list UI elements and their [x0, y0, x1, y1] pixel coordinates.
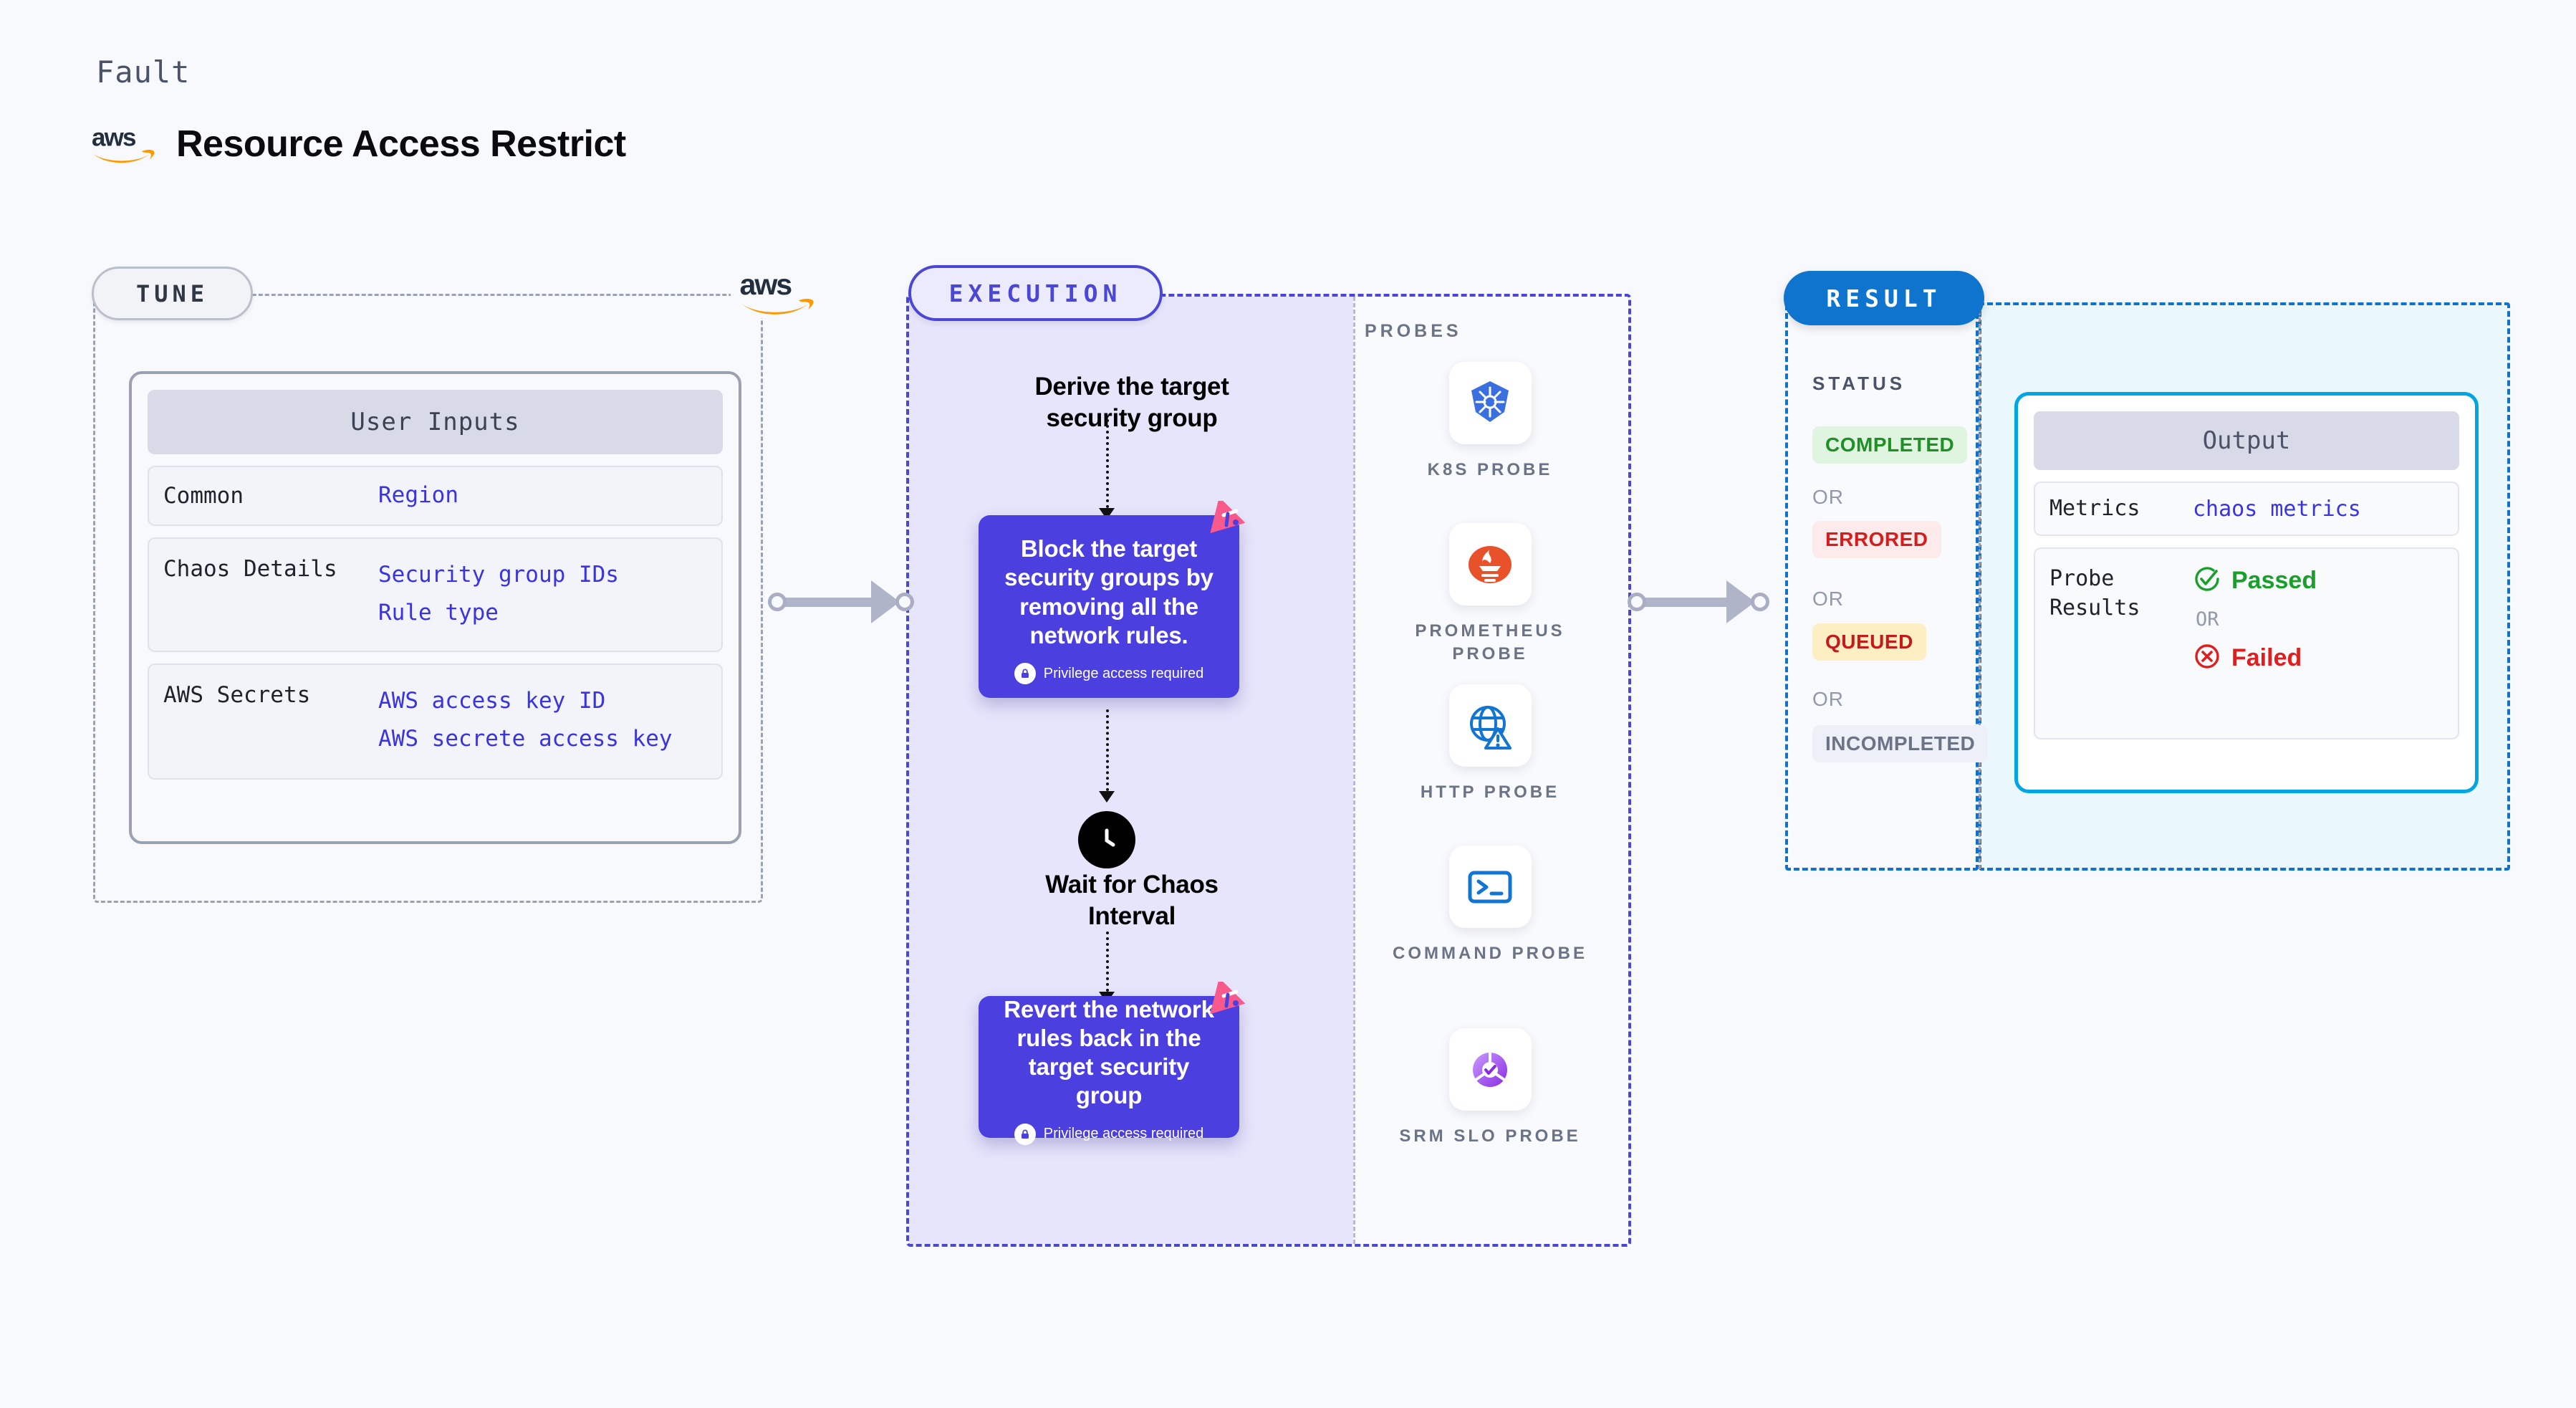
tune-value: AWS secrete access key — [378, 726, 673, 752]
output-row-value: chaos metrics — [2193, 496, 2361, 522]
privilege-notice: Privilege access required — [1014, 1123, 1204, 1145]
tune-row-values: Security group IDs Rule type — [378, 556, 619, 633]
probe-item-http[interactable]: HTTP PROBE — [1383, 684, 1597, 804]
step-derive-target-label: Derive the target security group — [1034, 373, 1229, 432]
output-card: Output Metrics chaos metrics Probe Resul… — [2014, 392, 2479, 793]
connector-arrowhead-icon — [871, 580, 900, 623]
tune-row-values: Region — [378, 476, 458, 514]
srm-slo-icon — [1448, 1028, 1532, 1111]
probe-result-passed: Passed — [2193, 565, 2317, 597]
litmus-chaos-badge-icon — [1209, 497, 1249, 537]
litmus-chaos-badge-icon — [1209, 977, 1249, 1017]
probe-label: SRM SLO PROBE — [1399, 1126, 1581, 1146]
execution-panel — [906, 294, 1631, 1247]
tune-row-key: AWS Secrets — [163, 682, 311, 708]
connector-start-dot — [1628, 593, 1646, 611]
check-circle-icon — [2193, 565, 2221, 597]
fault-kicker-label: Fault — [96, 54, 191, 90]
svg-text:aws: aws — [92, 124, 135, 152]
page-title: Resource Access Restrict — [176, 123, 626, 165]
probe-passed-label: Passed — [2231, 567, 2317, 594]
tune-value: Region — [378, 482, 458, 509]
probes-title: PROBES — [1365, 321, 1462, 341]
tune-badge[interactable]: TUNE — [92, 267, 253, 320]
output-title: Output — [2034, 411, 2459, 470]
arrow-line — [1106, 932, 1109, 992]
output-row-metrics: Metrics chaos metrics — [2034, 482, 2459, 536]
probe-label: HTTP PROBE — [1420, 782, 1560, 802]
tune-value: Security group IDs — [378, 562, 619, 588]
tune-row-key: Chaos Details — [163, 556, 337, 582]
status-badge-queued: QUEUED — [1812, 623, 1926, 661]
result-panel-divider — [1979, 305, 1981, 869]
arrow-line — [1106, 419, 1109, 508]
globe-warning-icon — [1448, 684, 1532, 767]
or-label: OR — [1812, 688, 1844, 710]
tune-row-key: Common — [163, 482, 244, 509]
svg-text:aws: aws — [740, 268, 792, 301]
aws-provider-logo-icon: aws — [731, 267, 824, 318]
arrow-head — [1099, 791, 1115, 803]
execution-card-block-text: Block the target security groups by remo… — [1004, 535, 1213, 648]
tune-row-aws-secrets: AWS Secrets AWS access key ID AWS secret… — [148, 664, 723, 780]
status-badge-completed: COMPLETED — [1812, 426, 1968, 464]
probe-label: COMMAND PROBE — [1393, 944, 1587, 963]
clock-icon — [1078, 811, 1135, 868]
execution-card-block[interactable]: Block the target security groups by remo… — [979, 497, 1246, 698]
privilege-label: Privilege access required — [1043, 665, 1204, 681]
kubernetes-icon — [1448, 362, 1532, 444]
or-label: OR — [1812, 588, 1844, 610]
probe-results-values: Passed OR Failed — [2193, 565, 2317, 674]
page-title-row: aws Resource Access Restrict — [92, 122, 626, 166]
connector-end-dot — [895, 593, 914, 611]
probe-result-failed: Failed — [2193, 642, 2317, 674]
terminal-icon — [1448, 846, 1532, 928]
user-inputs-card: User Inputs Common Region Chaos Details … — [129, 371, 741, 844]
probe-label: K8S PROBE — [1427, 460, 1553, 479]
privilege-label: Privilege access required — [1043, 1126, 1204, 1141]
connector-line — [1644, 597, 1731, 607]
or-label: OR — [2196, 608, 2219, 631]
step-wait-interval-label: Wait for Chaos Interval — [1045, 871, 1219, 930]
arrow-line — [1106, 709, 1109, 791]
tune-value: Rule type — [378, 600, 499, 626]
tune-value: AWS access key ID — [378, 688, 606, 714]
execution-card-revert[interactable]: Revert the network rules back in the tar… — [979, 977, 1246, 1145]
tune-panel — [93, 294, 763, 903]
prometheus-icon — [1448, 523, 1532, 605]
output-row-probe-results: Probe Results Passed OR — [2034, 547, 2459, 739]
tune-row-values: AWS access key ID AWS secrete access key — [378, 682, 673, 759]
execution-card-revert-text: Revert the network rules back in the tar… — [1004, 995, 1214, 1109]
tune-row-common: Common Region — [148, 466, 723, 526]
probe-item-command[interactable]: COMMAND PROBE — [1383, 846, 1597, 965]
result-badge[interactable]: RESULT — [1784, 271, 1984, 325]
status-title: STATUS — [1812, 373, 1906, 394]
status-badge-errored: ERRORED — [1812, 521, 1941, 558]
probe-label: PROMETHEUS PROBE — [1415, 621, 1565, 664]
probe-item-srm-slo[interactable]: SRM SLO PROBE — [1383, 1028, 1597, 1148]
result-status-panel — [1785, 305, 1979, 871]
connector-tune-to-execution — [768, 580, 914, 623]
lock-icon — [1014, 1123, 1036, 1145]
connector-execution-to-result — [1628, 580, 1769, 623]
connector-line — [784, 597, 876, 607]
probes-divider — [1353, 297, 1355, 1244]
connector-arrowhead-icon — [1726, 580, 1755, 623]
x-circle-icon — [2193, 642, 2221, 674]
output-row-key: Probe Results — [2049, 566, 2140, 621]
execution-badge[interactable]: EXECUTION — [908, 265, 1163, 321]
probe-item-prometheus[interactable]: PROMETHEUS PROBE — [1383, 523, 1597, 666]
output-row-key: Metrics — [2049, 495, 2140, 521]
connector-end-dot — [1751, 593, 1769, 611]
status-badge-incompleted: INCOMPLETED — [1812, 725, 1989, 762]
or-label: OR — [1812, 486, 1844, 508]
user-inputs-title: User Inputs — [148, 390, 723, 454]
tune-row-chaos-details: Chaos Details Security group IDs Rule ty… — [148, 537, 723, 652]
aws-logo-icon: aws — [92, 122, 158, 166]
connector-start-dot — [768, 593, 787, 611]
lock-icon — [1014, 663, 1036, 684]
privilege-notice: Privilege access required — [1014, 663, 1203, 684]
probe-item-k8s[interactable]: K8S PROBE — [1383, 362, 1597, 482]
probe-failed-label: Failed — [2231, 644, 2302, 671]
